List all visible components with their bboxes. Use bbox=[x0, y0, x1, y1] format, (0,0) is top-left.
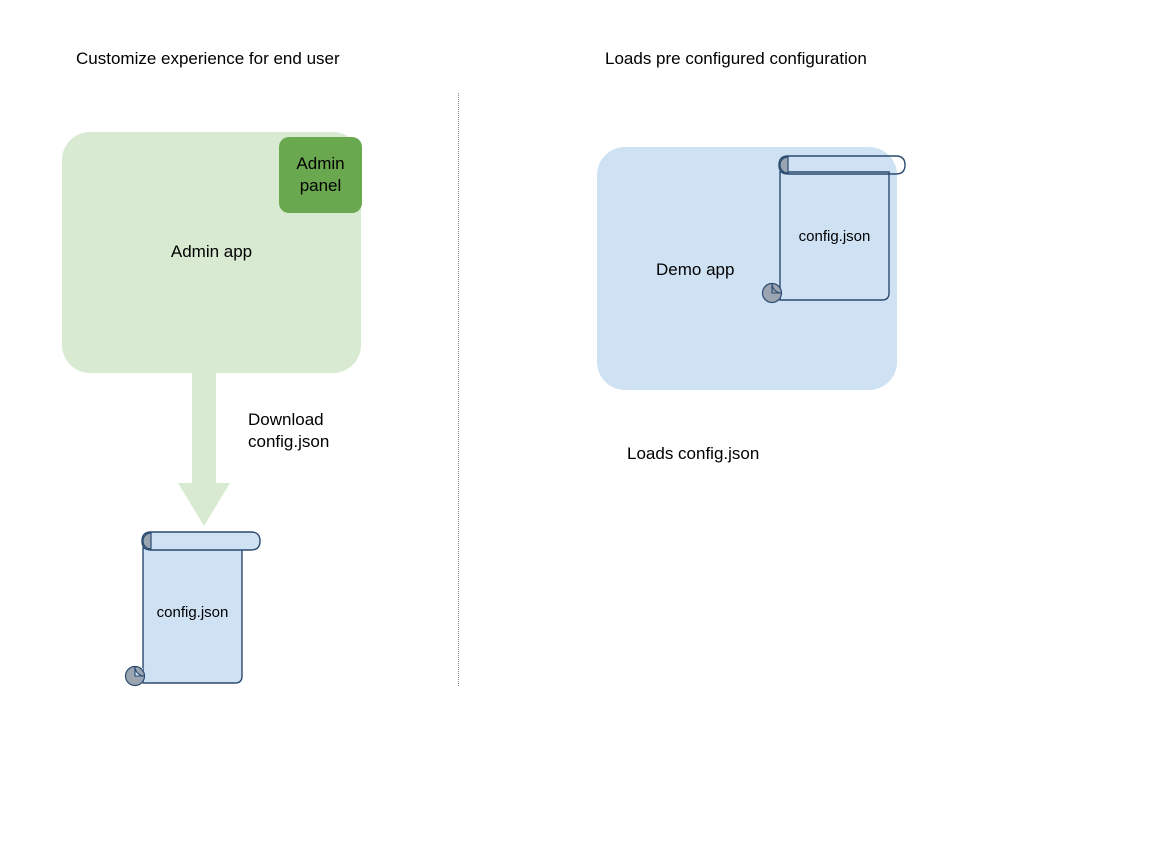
config-json-file-left[interactable]: config.json bbox=[118, 526, 268, 691]
config-json-file-right[interactable]: config.json bbox=[761, 150, 915, 315]
download-arrow bbox=[178, 370, 230, 526]
admin-panel-button[interactable]: Admin panel bbox=[279, 137, 362, 213]
demo-app-label: Demo app bbox=[656, 260, 735, 279]
loads-config-caption: Loads config.json bbox=[627, 444, 760, 463]
demo-app-box[interactable]: Demo app bbox=[597, 147, 897, 390]
scroll-document-icon bbox=[124, 531, 261, 687]
admin-app-label: Admin app bbox=[170, 242, 253, 261]
download-arrow-label: Download config.json bbox=[248, 409, 329, 453]
scroll-document-icon bbox=[761, 155, 906, 304]
right-heading: Loads pre configured configuration bbox=[605, 49, 867, 68]
config-json-file-right-label: config.json bbox=[798, 228, 871, 245]
admin-panel-label-line2: panel bbox=[299, 176, 342, 195]
left-heading: Customize experience for end user bbox=[76, 49, 340, 68]
config-json-file-left-label: config.json bbox=[156, 604, 229, 621]
vertical-dotted-divider bbox=[458, 93, 459, 686]
download-arrow-label-line1: Download bbox=[248, 410, 324, 429]
admin-app-box[interactable]: Admin app Admin panel bbox=[62, 132, 362, 373]
admin-panel-label-line1: Admin bbox=[296, 154, 345, 173]
download-arrow-label-line2: config.json bbox=[248, 432, 330, 451]
